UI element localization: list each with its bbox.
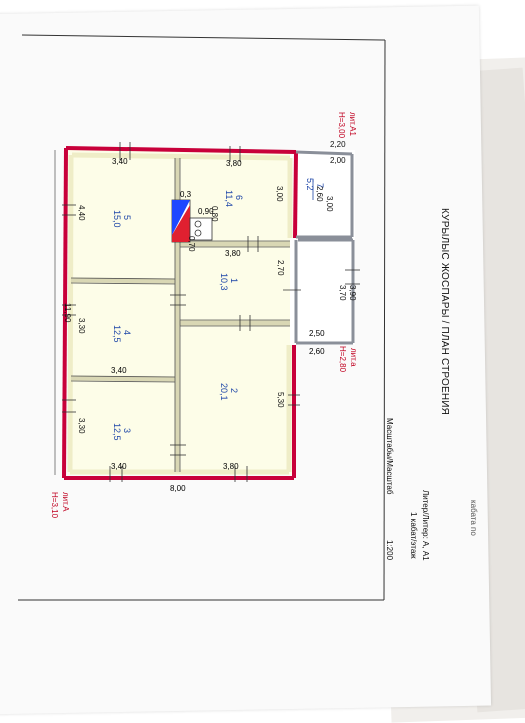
dim-label: 3,40 <box>112 157 128 166</box>
dim-label: 2,20 <box>330 140 346 149</box>
room-4-area: 12,5 <box>112 325 122 343</box>
scale-value: 1:200 <box>385 540 394 561</box>
room-6-area: 11,4 <box>224 190 234 207</box>
room-1-area: 10,3 <box>219 273 229 291</box>
dim-label: 3,30 <box>77 418 86 434</box>
room-2-number: 2 <box>229 388 239 394</box>
room-6-number: 6 <box>234 195 244 201</box>
dim-label: 0,70 <box>187 236 196 252</box>
lit-a1-label: лит.А1 <box>348 112 357 136</box>
floor-label: 1 кабат/этаж <box>409 512 418 559</box>
room-4-number: 4 <box>122 330 132 336</box>
room-3-number: 3 <box>122 428 132 434</box>
dim-label: 3,90 <box>348 285 357 301</box>
dim-label: 2,50 <box>309 329 325 338</box>
dim-label: 0,3 <box>180 190 192 199</box>
room-3-area: 12,5 <box>112 423 122 441</box>
dim-label: 0,90 <box>198 207 214 216</box>
dim-label: 3,30 <box>77 318 86 334</box>
dim-label: 8,00 <box>170 484 186 493</box>
floor-plan <box>18 34 386 601</box>
room-5-area: 15,0 <box>112 210 122 228</box>
room-1-number: 1 <box>229 278 239 284</box>
lit-a-mid-height: Н=2,80 <box>338 346 347 373</box>
room-5-number: 5 <box>122 215 132 221</box>
dim-label: 3,80 <box>226 159 242 168</box>
liter-label: Литер/Литер: А, А1 <box>421 490 430 561</box>
scale-label: Масштабы/Масштаб <box>385 418 394 495</box>
plan-title: КУРЫЛЫС ЖОСПАРЫ / ПЛАН СТРОЕНИЯ <box>439 208 450 416</box>
dim-label: 3,80 <box>225 249 241 258</box>
dim-label: 3,70 <box>338 285 347 301</box>
dim-label: 3,80 <box>223 462 239 471</box>
dim-label: 5,30 <box>276 392 285 408</box>
room-2-area: 20,1 <box>219 383 229 401</box>
dim-label: 4,40 <box>77 205 86 221</box>
dim-label: 3,00 <box>325 196 334 212</box>
lit-a-bottom-height: Н=3,10 <box>50 492 59 519</box>
stove-icon <box>171 199 213 243</box>
dim-label: 2,60 <box>315 186 324 202</box>
lit-a1-height: Н=3,00 <box>337 112 346 139</box>
dim-label: 2,70 <box>276 260 285 276</box>
dim-label: 3,40 <box>111 462 127 471</box>
lit-a-mid-label: лит.а <box>349 348 358 367</box>
dim-label: 3,00 <box>275 186 284 202</box>
dim-label: 2,00 <box>330 156 346 165</box>
lit-a-bottom-label: лит.А <box>61 492 70 512</box>
dim-label: 3,40 <box>111 366 127 375</box>
corner-text: кабата по <box>469 500 478 536</box>
dim-label: 0,80 <box>210 206 219 222</box>
room-7-divider <box>312 180 314 200</box>
room-7-area <box>290 150 355 238</box>
dim-label: 11,90 <box>63 303 72 323</box>
dim-label: 2,60 <box>309 347 325 356</box>
